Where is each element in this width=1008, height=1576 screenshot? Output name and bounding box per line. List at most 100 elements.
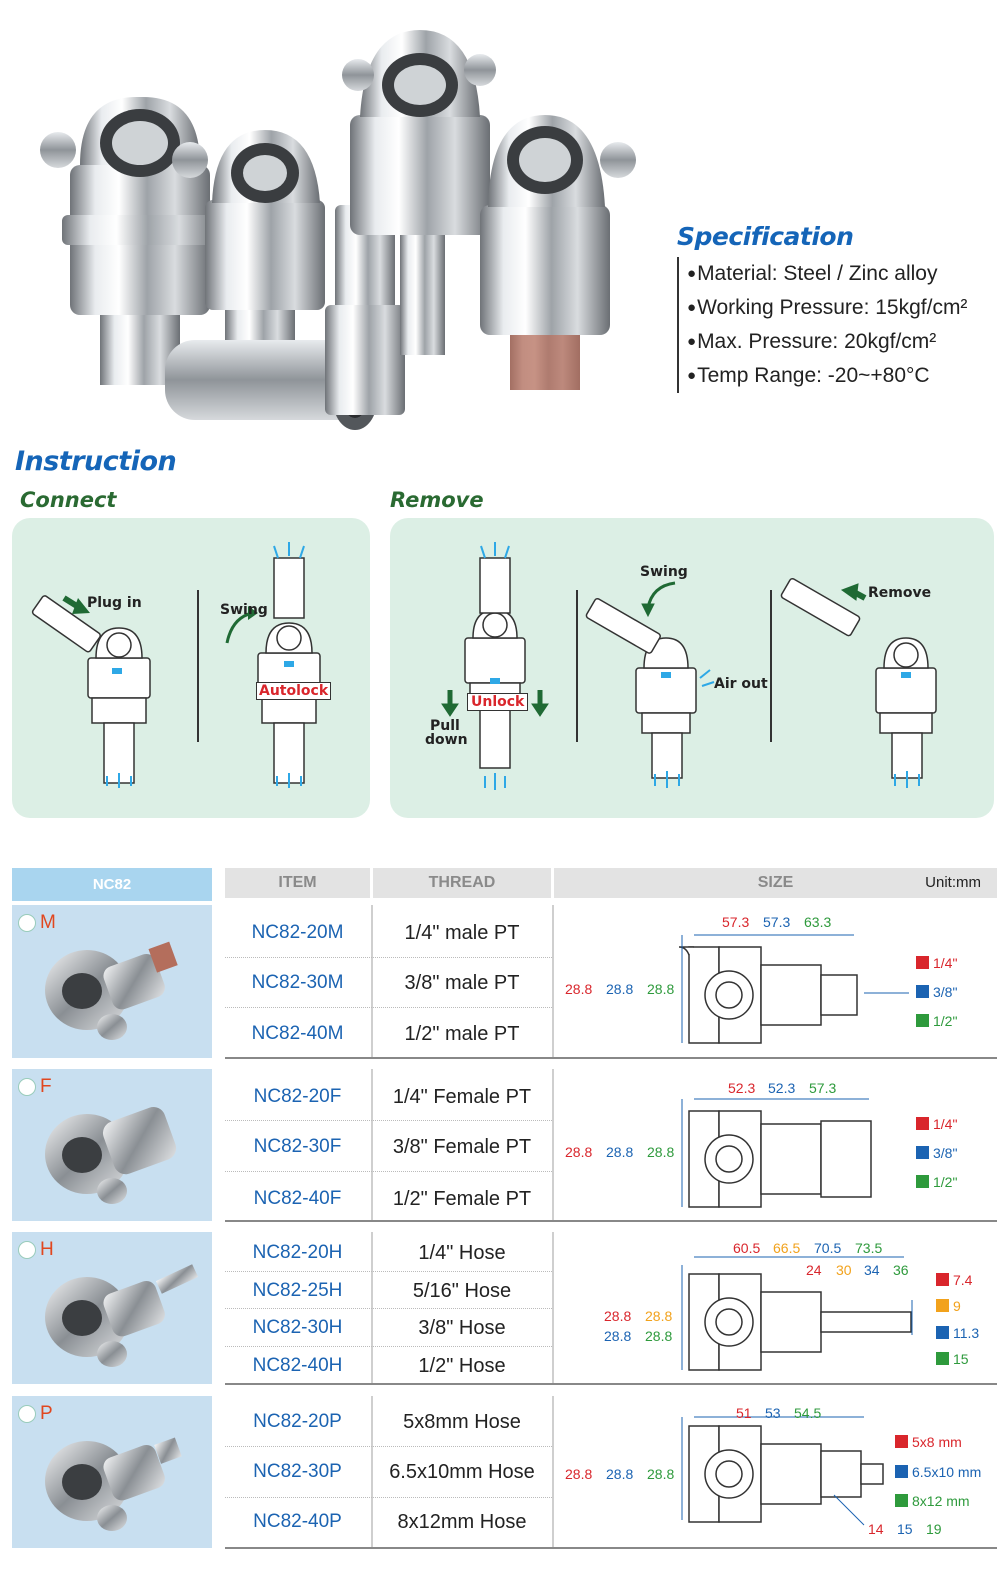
type-h-photo: [45, 1264, 199, 1367]
type-h-radio[interactable]: [18, 1241, 36, 1259]
dim-h-inner-2: 30: [836, 1262, 852, 1278]
dim-m-length-2: 57.3: [763, 914, 791, 930]
legend-f-1: 1/4": [916, 1116, 957, 1132]
remove-title: Remove: [390, 488, 484, 512]
pull-label: Pull: [430, 718, 460, 734]
legend-m-3: 1/2": [916, 1013, 957, 1029]
legend-h-4: 15: [936, 1351, 969, 1367]
type-photos: [45, 941, 199, 1531]
legend-f-2: 3/8": [916, 1145, 957, 1161]
dim-p-height-3: 28.8: [647, 1466, 675, 1482]
dim-f-height-2: 28.8: [606, 1144, 634, 1160]
remove-swing-label: Swing: [640, 564, 688, 580]
item-nc82-30f: NC82-30F: [253, 1136, 342, 1157]
dim-m-height-2: 28.8: [606, 981, 634, 997]
thread-nc82-30h: 3/8" Hose: [418, 1317, 506, 1339]
item-nc82-20p: NC82-20P: [253, 1411, 342, 1432]
connect-diagram: [31, 542, 321, 788]
legend-f-3: 1/2": [916, 1174, 957, 1190]
dim-p-height-1: 28.8: [565, 1466, 593, 1482]
dim-p-length-3: 54.5: [794, 1405, 822, 1421]
dim-p-bottom-1: 14: [868, 1521, 884, 1537]
thread-nc82-20f: 1/4" Female PT: [392, 1086, 532, 1108]
column-divider: [552, 1069, 554, 1221]
type-p-label: P: [40, 1403, 53, 1424]
row-divider: [225, 1271, 552, 1272]
type-p-photo: [45, 1437, 182, 1531]
column-divider: [371, 1396, 373, 1548]
dim-p-length-1: 51: [736, 1405, 752, 1421]
remove-divider-2: [770, 590, 772, 742]
legend-p-1: 5x8 mm: [895, 1434, 962, 1450]
thread-nc82-25h: 5/16" Hose: [412, 1280, 512, 1302]
type-f-radio[interactable]: [18, 1078, 36, 1096]
legend-p-3: 8x12 mm: [895, 1493, 970, 1509]
plug-photo-2: [325, 205, 405, 415]
size-drawing-m: [679, 947, 858, 1044]
item-nc82-40m: NC82-40M: [251, 1023, 344, 1044]
item-nc82-30m: NC82-30M: [251, 972, 344, 993]
type-m-radio[interactable]: [18, 914, 36, 932]
product-photo-group: [40, 30, 636, 430]
column-divider: [371, 905, 373, 1058]
legend-h-1: 7.4: [936, 1272, 972, 1288]
down-label: down: [425, 732, 468, 748]
dim-h-inner-1: 24: [806, 1262, 822, 1278]
row-divider: [225, 1446, 552, 1447]
type-m-photo: [45, 941, 178, 1040]
item-nc82-40h: NC82-40H: [252, 1355, 343, 1376]
item-nc82-30p: NC82-30P: [253, 1461, 342, 1482]
dim-m-length-3: 63.3: [804, 914, 832, 930]
type-p-radio[interactable]: [18, 1405, 36, 1423]
item-column-header: ITEM: [225, 868, 370, 898]
dim-m-height-3: 28.8: [647, 981, 675, 997]
dim-p-bottom-3: 19: [926, 1521, 942, 1537]
row-divider: [225, 957, 552, 958]
unlock-label: Unlock: [467, 693, 529, 711]
connect-swing-label: Swing: [220, 602, 268, 618]
row-divider: [225, 1171, 552, 1172]
coupler-photo-2: [205, 130, 325, 350]
column-divider: [552, 1232, 554, 1384]
dim-p-bottom-2: 15: [897, 1521, 913, 1537]
size-drawing-h: [688, 1273, 912, 1371]
legend-m-2: 3/8": [916, 984, 957, 1000]
column-divider: [552, 1396, 554, 1548]
dim-p-length-2: 53: [765, 1405, 781, 1421]
plug-in-label: Plug in: [87, 595, 142, 611]
thread-nc82-40f: 1/2" Female PT: [392, 1188, 532, 1210]
dim-f-length-2: 52.3: [768, 1080, 796, 1096]
thread-nc82-40p: 8x12mm Hose: [397, 1511, 527, 1533]
group-divider: [225, 1383, 997, 1385]
type-f-label: F: [40, 1076, 52, 1097]
unit-label: Unit:mm: [925, 874, 981, 891]
thread-nc82-20m: 1/4" male PT: [404, 922, 520, 944]
column-divider: [552, 905, 554, 1058]
instruction-title: Instruction: [15, 446, 177, 477]
connect-title: Connect: [20, 488, 117, 512]
legend-m-1: 1/4": [916, 955, 957, 971]
remove-divider-1: [576, 590, 578, 742]
item-nc82-25h: NC82-25H: [252, 1280, 343, 1301]
dim-h-inner-3: 34: [864, 1262, 880, 1278]
row-divider: [225, 1120, 552, 1121]
item-nc82-20h: NC82-20H: [252, 1242, 343, 1263]
autolock-label: Autolock: [256, 682, 332, 700]
coupler-photo-4: [480, 115, 636, 390]
dim-f-height-3: 28.8: [647, 1144, 675, 1160]
item-nc82-20m: NC82-20M: [251, 922, 344, 943]
spec-item-temp-range: ●Temp Range: -20~+80°C: [687, 364, 930, 387]
item-nc82-40f: NC82-40F: [253, 1188, 342, 1209]
specification-title: Specification: [677, 222, 854, 251]
row-divider: [225, 1007, 552, 1008]
size-drawing-f: [688, 1110, 872, 1208]
type-f-photo: [45, 1107, 177, 1204]
thread-column-header: THREAD: [373, 868, 551, 898]
column-divider: [371, 1069, 373, 1221]
group-divider: [225, 1547, 997, 1549]
dim-m-length-1: 57.3: [722, 914, 750, 930]
type-h-label: H: [40, 1239, 54, 1260]
size-drawings: [554, 934, 913, 1526]
thread-nc82-20p: 5x8mm Hose: [403, 1411, 521, 1433]
type-m-label: M: [40, 912, 56, 933]
